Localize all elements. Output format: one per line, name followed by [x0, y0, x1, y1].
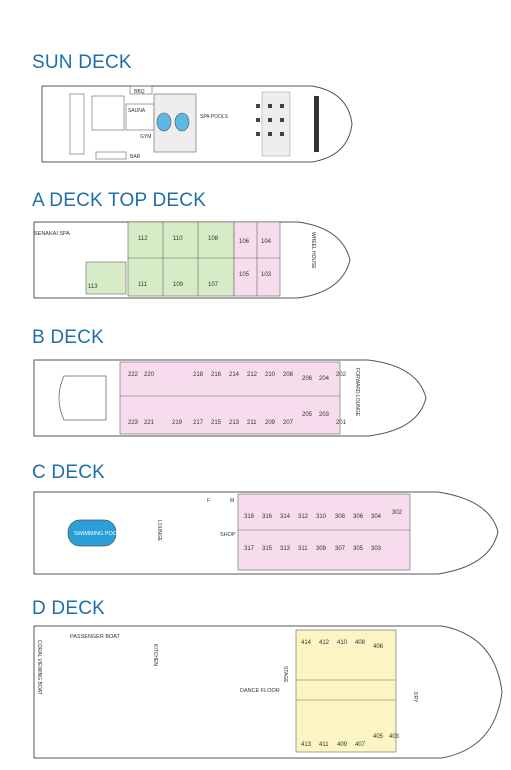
c-lounge-label: LOUNGE: [156, 520, 162, 542]
b-cabin-211: 211: [247, 420, 257, 426]
b-cabin-208: 208: [283, 372, 294, 378]
sun-gym-label: GYM: [140, 134, 151, 140]
a-cabin-106: 106: [239, 239, 250, 245]
c-pool-label: SWIMMING POOL: [74, 531, 120, 537]
b-cabin-201: 201: [336, 420, 347, 426]
c-cabin-302: 302: [392, 510, 403, 516]
c-cabin-305: 305: [353, 546, 364, 552]
a-cabin-107: 107: [208, 282, 219, 288]
sun-deck-plan: BBQ SAUNA GYM SPA POOLS BAR: [41, 85, 353, 163]
d-kitchen-label: KITCHEN: [152, 644, 158, 666]
d-cabin-413: 413: [301, 742, 312, 748]
c-cabin-317: 317: [244, 546, 255, 552]
d-passenger-boat-label: PASSENGER BOAT: [70, 634, 121, 640]
d-cabin-406: 406: [373, 644, 384, 650]
a-pink-block: [233, 221, 281, 297]
c-cabin-312: 312: [298, 514, 309, 520]
a-cabin-113: 113: [88, 284, 98, 290]
b-cabin-218: 218: [193, 372, 204, 378]
b-cabin-206: 206: [302, 376, 313, 382]
c-cabin-318: 318: [244, 514, 255, 520]
d-cabin-403: 403: [389, 734, 400, 740]
a-wheel-house-label: WHEEL HOUSE: [310, 232, 316, 269]
c-deck-title: C DECK: [32, 462, 105, 483]
b-cabin-215: 215: [211, 420, 222, 426]
d-cabin-409: 409: [337, 742, 348, 748]
c-cabin-304: 304: [371, 514, 382, 520]
d-dry-label: DRY: [412, 692, 418, 703]
b-deck-plan: 222 220 218 216 214 212 210 208 206 204 …: [33, 359, 427, 437]
d-cabin-407: 407: [355, 742, 366, 748]
c-cabin-310: 310: [316, 514, 327, 520]
sun-bar-label: BAR: [130, 154, 141, 160]
b-cabin-203: 203: [319, 412, 330, 418]
d-coral-label: CORAL VIEWING BOAT: [36, 640, 42, 695]
c-cabin-315: 315: [262, 546, 273, 552]
c-cabin-314: 314: [280, 514, 291, 520]
c-f-label: F: [207, 498, 210, 504]
d-deck-title: D DECK: [32, 598, 105, 619]
b-cabin-219: 219: [172, 420, 183, 426]
a-deck-plan: SENAKAI SPA 113 112 110 108 111 109 107 …: [33, 221, 351, 299]
a-cabin-103: 103: [261, 272, 272, 278]
b-cabin-221: 221: [144, 420, 155, 426]
a-cabin-110: 110: [173, 236, 183, 242]
d-dance-floor-label: DANCE FLOOR: [240, 688, 280, 694]
a-spa-label: SENAKAI SPA: [34, 231, 70, 237]
d-cabin-412: 412: [319, 640, 330, 646]
c-cabin-311: 311: [298, 546, 308, 552]
a-green-block: [127, 221, 235, 297]
c-m-label: M: [230, 498, 234, 504]
c-deck-plan: SWIMMING POOL LOUNGE SHOP F M 318 316 31…: [33, 491, 499, 575]
a-cabin-109: 109: [173, 282, 184, 288]
b-cabin-217: 217: [193, 420, 204, 426]
a-cabin-111: 111: [138, 282, 148, 288]
b-cabin-210: 210: [265, 372, 276, 378]
c-cabin-303: 303: [371, 546, 382, 552]
a-cabin-104: 104: [261, 239, 272, 245]
b-cabin-213: 213: [229, 420, 240, 426]
a-cabin-112: 112: [138, 236, 148, 242]
c-cabin-313: 313: [280, 546, 291, 552]
c-cabin-316: 316: [262, 514, 273, 520]
b-cabin-202: 202: [336, 372, 347, 378]
sun-sauna-label: SAUNA: [128, 108, 146, 114]
c-shop-label: SHOP: [220, 532, 236, 538]
b-cabin-209: 209: [265, 420, 276, 426]
sun-spa-pools-label: SPA POOLS: [200, 114, 229, 120]
b-cabin-216: 216: [211, 372, 222, 378]
a-cabin-105: 105: [239, 272, 250, 278]
d-cabin-410: 410: [337, 640, 348, 646]
c-cabin-309: 309: [316, 546, 327, 552]
d-cabin-411: 411: [319, 742, 329, 748]
d-stage-label: STAGE: [282, 666, 288, 683]
d-cabin-405: 405: [373, 734, 384, 740]
b-cabin-205: 205: [302, 412, 313, 418]
d-deck-plan: PASSENGER BOAT CORAL VIEWING BOAT KITCHE…: [33, 625, 503, 759]
a-deck-title: A DECK TOP DECK: [32, 190, 207, 211]
b-cabin-212: 212: [247, 372, 258, 378]
b-forward-lounge-label: FORWARD LOUNGE: [354, 368, 360, 417]
b-cabin-204: 204: [319, 376, 330, 382]
d-cabin-414: 414: [301, 640, 312, 646]
b-cabin-207: 207: [283, 420, 294, 426]
d-cabin-408: 408: [355, 640, 366, 646]
a-cabin-108: 108: [208, 236, 219, 242]
c-cabin-307: 307: [335, 546, 346, 552]
sun-deck-title: SUN DECK: [32, 52, 132, 73]
sun-bbq-label: BBQ: [134, 89, 145, 95]
b-cabin-220: 220: [144, 372, 155, 378]
b-cabin-222: 222: [128, 372, 139, 378]
b-cabin-214: 214: [229, 372, 240, 378]
b-deck-title: B DECK: [32, 327, 104, 348]
b-cabin-223: 223: [128, 420, 139, 426]
c-cabin-308: 308: [335, 514, 346, 520]
c-cabin-306: 306: [353, 514, 364, 520]
